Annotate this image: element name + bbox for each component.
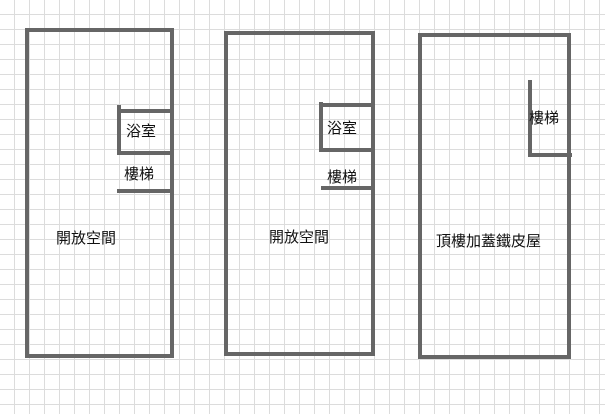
plan-rooftop: [418, 33, 572, 359]
stairs-label: 樓梯: [124, 165, 155, 183]
outer-wall: [224, 31, 375, 356]
bathroom-label: 浴室: [327, 119, 358, 137]
stairs-label: 樓梯: [327, 168, 358, 186]
outer-wall: [25, 28, 174, 358]
open-space-label: 開放空間: [56, 229, 117, 247]
bathroom-wall: [117, 105, 174, 155]
stairs-wall: [528, 80, 572, 157]
bathroom-label: 浴室: [126, 122, 157, 140]
open-space-label: 開放空間: [269, 228, 330, 246]
plan-floor-2: [224, 31, 375, 356]
rooftop-addition-label: 頂樓加蓋鐵皮屋: [436, 232, 542, 250]
plan-floor-1: [25, 28, 174, 358]
outer-wall: [418, 33, 571, 359]
stairs-label: 樓梯: [529, 109, 560, 127]
bathroom-wall: [319, 102, 375, 152]
